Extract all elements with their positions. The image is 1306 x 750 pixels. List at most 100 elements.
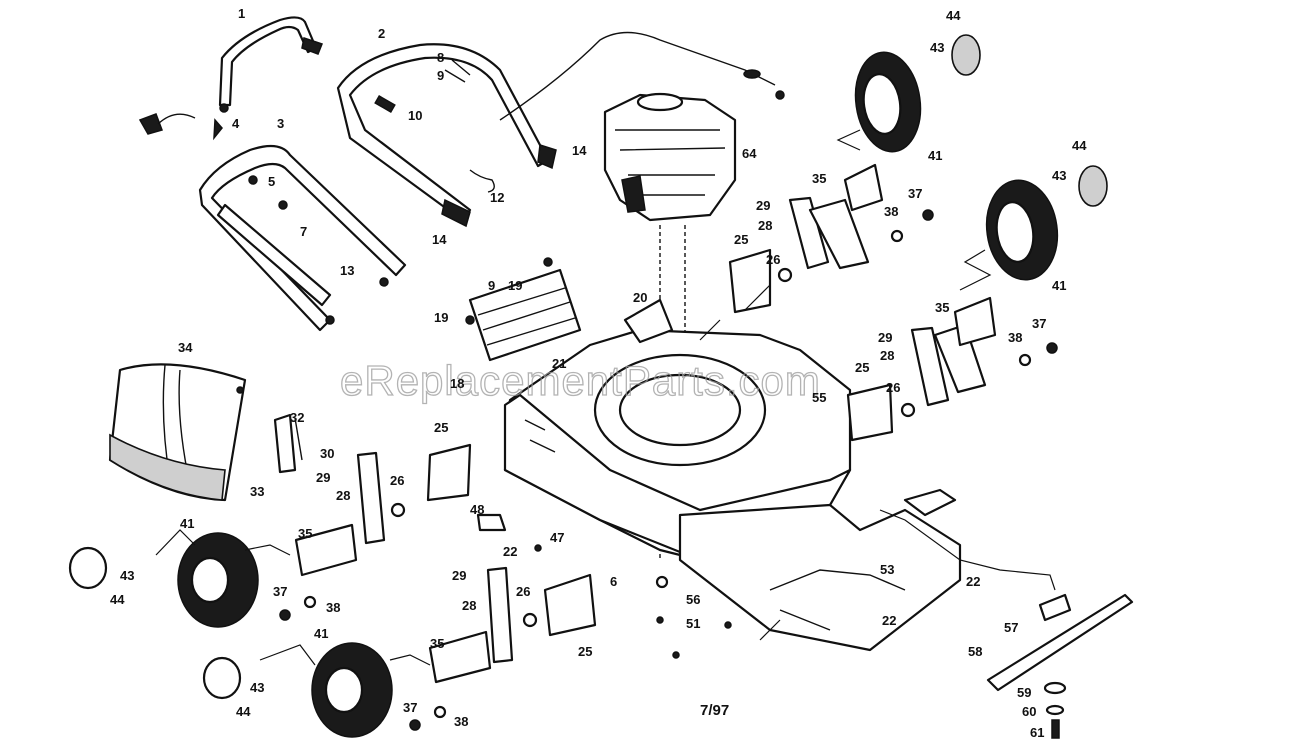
callout-label: 26: [766, 252, 780, 267]
callout-label: 22: [503, 544, 517, 559]
leader-lines: [155, 129, 1056, 666]
callout-label: 38: [884, 204, 898, 219]
callout-label: 44: [946, 8, 961, 23]
callout-label: 44: [1072, 138, 1087, 153]
callout-label: 43: [1052, 168, 1066, 183]
callout-label: 25: [578, 644, 592, 659]
engine: [603, 92, 737, 560]
callout-label: 3: [277, 116, 284, 131]
callout-label: 2: [378, 26, 385, 41]
callout-label: 28: [758, 218, 772, 233]
callout-label: 9: [437, 68, 444, 83]
callout-label: 33: [250, 484, 264, 499]
callout-label: 47: [550, 530, 564, 545]
callout-label: 55: [812, 390, 826, 405]
callout-label: 19: [508, 278, 522, 293]
callout-label: 35: [935, 300, 949, 315]
callout-label: 34: [178, 340, 193, 355]
hardware: [273, 209, 1058, 731]
callout-label: 20: [633, 290, 647, 305]
date-code: 7/97: [700, 702, 729, 719]
callout-label: 9: [488, 278, 495, 293]
bail-handle: [218, 16, 323, 113]
callout-label: 26: [886, 380, 900, 395]
callout-label: 29: [316, 470, 330, 485]
callout-label: 29: [756, 198, 770, 213]
callout-label: 14: [572, 143, 587, 158]
callout-label: 37: [1032, 316, 1046, 331]
callout-label: 28: [462, 598, 476, 613]
blade-assembly: [986, 593, 1134, 739]
upper-handle: [336, 43, 557, 228]
rear-shield: [678, 488, 962, 652]
callout-label: 41: [180, 516, 194, 531]
callout-label: 25: [434, 420, 448, 435]
callout-label: 22: [882, 613, 896, 628]
callout-label: 18: [450, 376, 464, 391]
callout-label: 28: [880, 348, 894, 363]
callout-label: 35: [812, 171, 826, 186]
callout-label: 61: [1030, 725, 1044, 740]
callout-label: 38: [454, 714, 468, 729]
callout-label: 43: [250, 680, 264, 695]
callout-label: 41: [314, 626, 328, 641]
callout-label: 41: [1052, 278, 1066, 293]
callout-label: 22: [966, 574, 980, 589]
callout-label: 60: [1022, 704, 1036, 719]
callout-label: 14: [432, 232, 447, 247]
callout-label: 37: [403, 700, 417, 715]
height-adjusters: [356, 196, 987, 664]
callout-label: 21: [552, 356, 566, 371]
wheels: [177, 51, 1059, 738]
callout-label: 51: [686, 616, 700, 631]
callout-label: 57: [1004, 620, 1018, 635]
callout-label: 13: [340, 263, 354, 278]
callout-label: 35: [430, 636, 444, 651]
callout-label: 38: [1008, 330, 1022, 345]
cable-clip-icon: [743, 69, 761, 79]
callouts: 1 2 3 4 5 7 8 9 10 12 13 14 14 64 44 43 …: [110, 6, 1087, 740]
callout-label: 4: [232, 116, 240, 131]
callout-label: 12: [490, 190, 504, 205]
callout-label: 26: [516, 584, 530, 599]
callout-label: 25: [734, 232, 748, 247]
callout-label: 29: [452, 568, 466, 583]
callout-label: 59: [1017, 685, 1031, 700]
callout-label: 43: [930, 40, 944, 55]
lower-handle: [138, 113, 407, 332]
rear-flap: [465, 257, 582, 362]
grass-bag: [108, 363, 247, 502]
callout-label: 8: [437, 50, 444, 65]
callout-label: 19: [434, 310, 448, 325]
callout-label: 37: [908, 186, 922, 201]
hub-caps: [68, 34, 1108, 700]
callout-label: 56: [686, 592, 700, 607]
callout-label: 5: [268, 174, 275, 189]
callout-label: 38: [326, 600, 340, 615]
callout-label: 48: [470, 502, 484, 517]
callout-label: 32: [290, 410, 304, 425]
callout-label: 35: [298, 526, 312, 541]
callout-label: 10: [408, 108, 422, 123]
callout-label: 26: [390, 473, 404, 488]
callout-label: 64: [742, 146, 757, 161]
callout-label: 1: [238, 6, 245, 21]
callout-label: 41: [928, 148, 942, 163]
callout-label: 30: [320, 446, 334, 461]
callout-label: 43: [120, 568, 134, 583]
callout-label: 28: [336, 488, 350, 503]
callout-label: 7: [300, 224, 307, 239]
callout-label: 44: [110, 592, 125, 607]
callout-label: 29: [878, 330, 892, 345]
callout-label: 25: [855, 360, 869, 375]
callout-label: 37: [273, 584, 287, 599]
watermark: eReplacementParts.com: [340, 357, 821, 404]
throttle-cable: [499, 31, 776, 121]
baffle-plates: [426, 248, 894, 637]
axle-assemblies: [294, 163, 997, 684]
callout-label: 6: [610, 574, 617, 589]
callout-label: 53: [880, 562, 894, 577]
callout-label: 44: [236, 704, 251, 719]
callout-label: 58: [968, 644, 982, 659]
